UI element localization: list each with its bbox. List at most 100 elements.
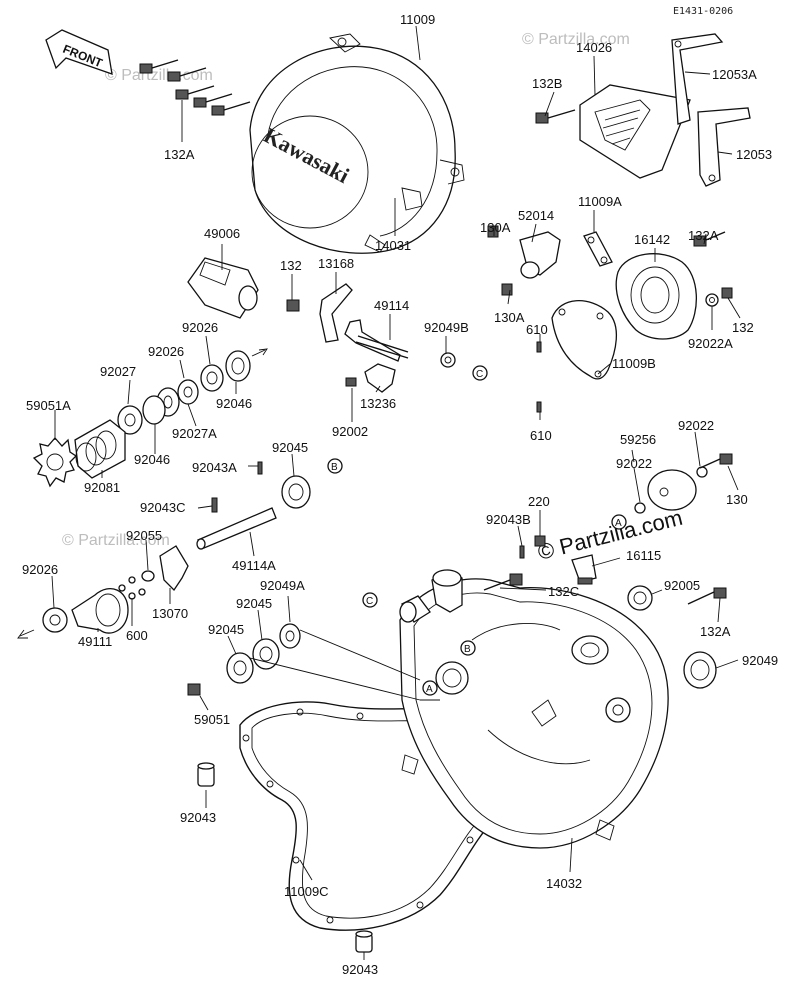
part-label: 49111 <box>78 634 112 649</box>
part-label: 92002 <box>332 424 368 439</box>
part-label: 132C <box>548 584 579 599</box>
dowel-92043-upper <box>197 762 215 787</box>
sprocket-guard <box>535 84 691 179</box>
part-label: 92005 <box>664 578 700 593</box>
bearings-lower <box>187 623 301 696</box>
part-label: 92043C <box>140 500 186 515</box>
part-label: 132 <box>732 320 754 335</box>
part-label: 13070 <box>152 606 188 621</box>
part-label: 11009B <box>612 356 656 371</box>
part-label: 92045 <box>208 622 244 637</box>
part-label: 11009 <box>400 12 435 27</box>
part-label: 610 <box>530 428 552 443</box>
front-direction-arrow: FRONT <box>45 29 113 75</box>
fitting-16115 <box>571 554 597 585</box>
svg-text:B: B <box>331 462 338 473</box>
part-label: 600 <box>126 628 148 643</box>
part-label: 59256 <box>620 432 656 447</box>
part-49006 <box>187 257 259 319</box>
callout-a: A <box>611 514 627 530</box>
svg-text:C: C <box>366 596 373 607</box>
part-label: 92049A <box>260 578 305 593</box>
part-label: 11009C <box>284 884 329 899</box>
svg-text:C: C <box>476 369 483 380</box>
direction-arrow <box>17 629 28 639</box>
part-label: 92022 <box>678 418 714 433</box>
watermarks: © Partzilla.com © Partzilla.com © Partzi… <box>62 31 630 549</box>
part-label: 92022 <box>616 456 652 471</box>
bolt-group-132a <box>139 59 251 142</box>
part-label: 220 <box>528 494 550 509</box>
plate-59256 <box>634 453 733 514</box>
part-label: 92043 <box>180 810 216 825</box>
clutch-cover: Kawasaki <box>249 33 465 254</box>
part-label: 11009A <box>578 194 622 209</box>
diagram-reference-code: E1431-0206 <box>673 6 733 17</box>
dowel-92043-lower <box>355 930 373 953</box>
part-label: 132A <box>164 147 195 162</box>
callout-b: B <box>327 458 343 474</box>
part-label: 92046 <box>134 452 170 467</box>
pin-92043b <box>519 545 525 559</box>
part-13236 <box>345 363 396 393</box>
part-label: 92049 <box>742 653 778 668</box>
part-label: 92027 <box>100 364 136 379</box>
part-label: 130A <box>494 310 525 325</box>
part-label: 16115 <box>626 548 661 563</box>
part-label: 92045 <box>272 440 308 455</box>
part-label: 12053A <box>712 67 757 82</box>
part-label: 59051A <box>26 398 71 413</box>
callout-b: B <box>460 640 476 656</box>
pin-92043a <box>257 461 263 475</box>
part-label: 16142 <box>634 232 670 247</box>
crankcase-cover <box>399 569 669 849</box>
part-label: 92026 <box>22 562 58 577</box>
water-pump-group <box>487 225 733 340</box>
o-ring-92005 <box>627 585 653 611</box>
washer-92026 <box>42 607 68 633</box>
part-label: 92026 <box>148 344 184 359</box>
part-label: 92055 <box>126 528 162 543</box>
left-stack-parts <box>32 348 268 488</box>
part-label: 132A <box>700 624 731 639</box>
part-label: 59051 <box>194 712 230 727</box>
part-label: 132A <box>688 228 719 243</box>
part-label: 92043A <box>192 460 237 475</box>
watermark: © Partzilla.com <box>62 532 170 549</box>
callout-a: A <box>422 680 438 696</box>
part-label: 49006 <box>204 226 240 241</box>
bolt-132c <box>483 573 523 591</box>
part-label: 130A <box>480 220 511 235</box>
part-number-labels: 11009 14026 132B 12053A 132A 12053 49006… <box>22 12 778 977</box>
part-label: 14026 <box>576 40 612 55</box>
part-label: 92043B <box>486 512 531 527</box>
bearing-92045 <box>281 475 311 509</box>
part-label: 14031 <box>375 238 411 253</box>
watermark: © Partzilla.com <box>522 31 630 48</box>
part-label: 49114A <box>232 558 276 573</box>
callout-markers: C B A C B A <box>327 365 627 696</box>
part-label: 92043 <box>342 962 378 977</box>
part-13070 <box>118 545 189 600</box>
shaft-49114a <box>196 497 277 550</box>
gasket-11009b <box>536 300 618 413</box>
part-label: 130 <box>726 492 748 507</box>
part-label: 132 <box>280 258 302 273</box>
part-label: 92027A <box>172 426 217 441</box>
part-label: 92049B <box>424 320 469 335</box>
svg-text:B: B <box>464 644 471 655</box>
shaft-assembly-49114 <box>286 283 456 368</box>
leader-lines <box>51 25 741 960</box>
part-label: 92022A <box>688 336 733 351</box>
direction-arrow <box>19 629 35 637</box>
oil-seal-92049 <box>683 651 717 689</box>
callout-c: C <box>472 365 488 381</box>
part-label: 92026 <box>182 320 218 335</box>
part-label: 132B <box>532 76 562 91</box>
part-label: 13236 <box>360 396 396 411</box>
gasket-11009c <box>239 701 513 931</box>
part-label: 92045 <box>236 596 272 611</box>
overlay-watermark: © Partzilla.com <box>535 505 685 565</box>
